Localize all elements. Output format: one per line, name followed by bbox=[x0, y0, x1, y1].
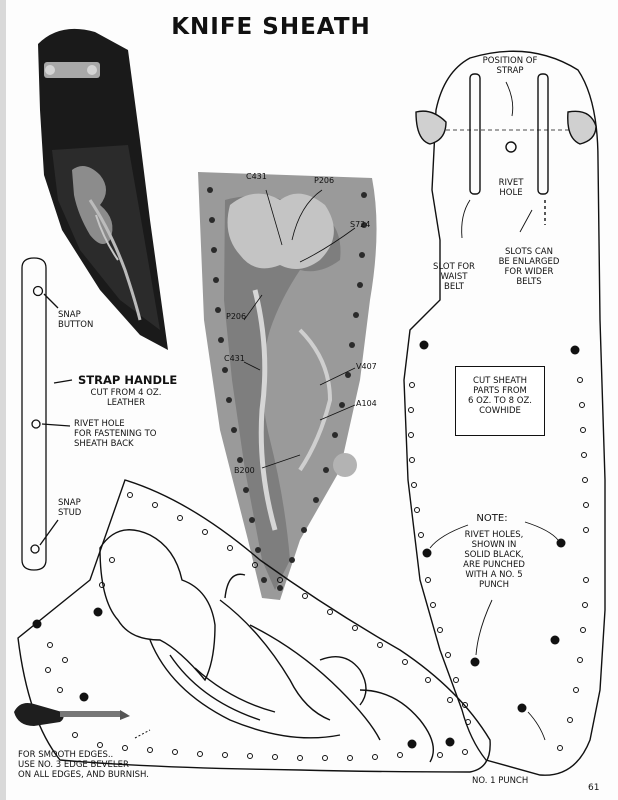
tool-code-a104: A104 bbox=[356, 399, 377, 408]
no1-punch-label: No. 1 PUNCH bbox=[472, 776, 529, 786]
note-body: RIVET HOLES, SHOWN IN SOLID BLACK, ARE P… bbox=[463, 530, 525, 590]
tool-code-p206-left: P206 bbox=[226, 312, 247, 321]
tool-code-c431-top: C431 bbox=[246, 172, 267, 181]
rivet-hole-label: RIVET HOLE bbox=[498, 178, 524, 198]
edge-beveler-tool-icon bbox=[14, 703, 151, 739]
cut-sheath-label: CUT SHEATH PARTS FROM 6 oz. TO 8 oz. COW… bbox=[468, 376, 532, 416]
sheath-back-holes bbox=[408, 340, 589, 751]
smooth-edges-label: FOR SMOOTH EDGES.. USE No. 3 EDGE BEVELE… bbox=[18, 750, 149, 780]
position-of-strap-label: POSITION OF STRAP bbox=[482, 56, 538, 76]
strap-handle-subtitle: CUT FROM 4 oz. LEATHER bbox=[90, 388, 162, 408]
rivet-hole-fastening-label: RIVET HOLE FOR FASTENING TO SHEATH BACK bbox=[74, 419, 157, 449]
tool-code-s724: S724 bbox=[350, 220, 371, 229]
snap-stud-label: SNAP STUD bbox=[58, 498, 82, 518]
page-number: 61 bbox=[588, 783, 600, 793]
sheath-photo bbox=[38, 28, 168, 350]
slot-for-waist-belt-label: SLOT FOR WAIST BELT bbox=[433, 262, 475, 292]
tool-code-v407: V407 bbox=[356, 362, 377, 371]
strap-handle-label: STRAP HANDLE bbox=[78, 373, 178, 387]
tool-code-b200: B200 bbox=[234, 466, 255, 475]
snap-button-label: SNAP BUTTON bbox=[58, 310, 94, 330]
tool-code-c431-left: C431 bbox=[224, 354, 245, 363]
note-title: NOTE: bbox=[476, 513, 508, 524]
page-title: KNIFE SHEATH bbox=[171, 14, 371, 40]
sheath-front-pattern bbox=[17, 479, 491, 773]
strap-handle-outline bbox=[21, 257, 73, 571]
binding-edge bbox=[0, 0, 6, 800]
sheath-back-pattern bbox=[403, 50, 606, 776]
tool-code-p206-top: P206 bbox=[314, 176, 335, 185]
cowhide-note-box: CUT SHEATH PARTS FROM 6 oz. TO 8 oz. COW… bbox=[455, 366, 545, 436]
tooled-pattern-photo bbox=[198, 172, 377, 600]
slots-enlarged-label: SLOTS CAN BE ENLARGED FOR WIDER BELTS bbox=[498, 247, 560, 287]
sheath-front-holes bbox=[32, 492, 471, 761]
